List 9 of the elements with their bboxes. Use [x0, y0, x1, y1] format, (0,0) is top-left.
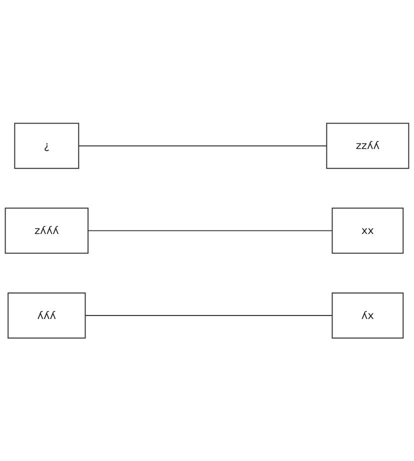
node-box: zzʎʎ [326, 122, 410, 169]
connector [84, 314, 333, 316]
node-box: ¿ [14, 122, 80, 169]
node-box: xx [332, 207, 404, 254]
node-box: ʎʎʎ [8, 292, 86, 338]
connector [88, 230, 333, 231]
connector [78, 145, 328, 146]
node-box: zʎʎʎ [4, 207, 89, 254]
node-box: ʎx [332, 292, 404, 338]
